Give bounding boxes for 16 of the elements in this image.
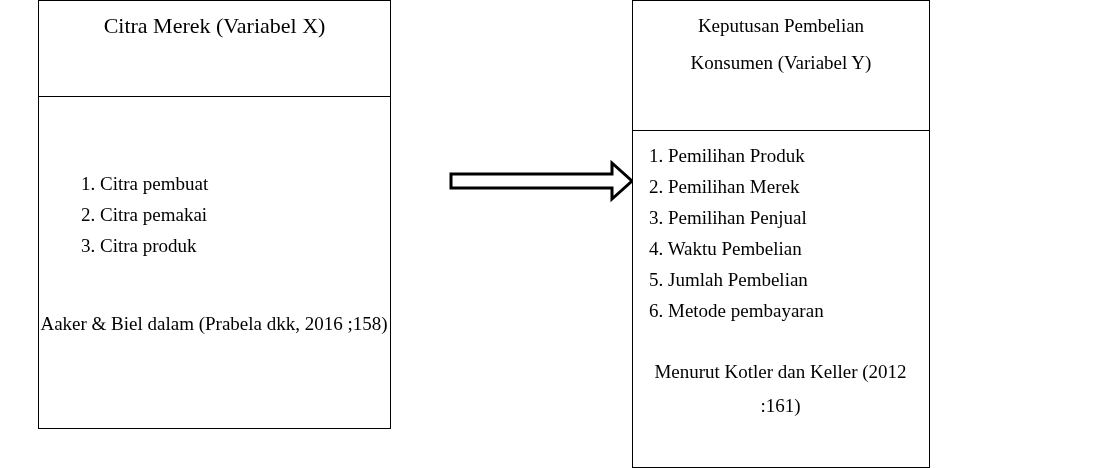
box-heading: Citra Merek (Variabel X) xyxy=(39,1,390,97)
list-item: 4. Waktu Pembelian xyxy=(649,237,802,261)
list-item: 2. Pemilihan Merek xyxy=(649,175,800,199)
list-item: 3. Citra produk xyxy=(81,234,197,258)
citation-text: Aaker & Biel dalam (Prabela dkk, 2016 ;158) xyxy=(39,312,389,336)
list-item: 5. Jumlah Pembelian xyxy=(649,268,808,292)
variable-box xyxy=(38,0,391,429)
block-arrow xyxy=(449,159,635,203)
list-item: 1. Pemilihan Produk xyxy=(649,144,805,168)
variable-box xyxy=(632,0,930,468)
list-item: 6. Metode pembayaran xyxy=(649,299,824,323)
citation-text: Menurut Kotler dan Keller (2012 :161) xyxy=(653,360,908,418)
box-heading: Keputusan Pembelian Konsumen (Variabel Y) xyxy=(633,1,929,131)
list-item: 2. Citra pemakai xyxy=(81,203,208,227)
list-item: 3. Pemilihan Penjual xyxy=(649,206,807,230)
list-item: 1. Citra pembuat xyxy=(81,172,209,196)
